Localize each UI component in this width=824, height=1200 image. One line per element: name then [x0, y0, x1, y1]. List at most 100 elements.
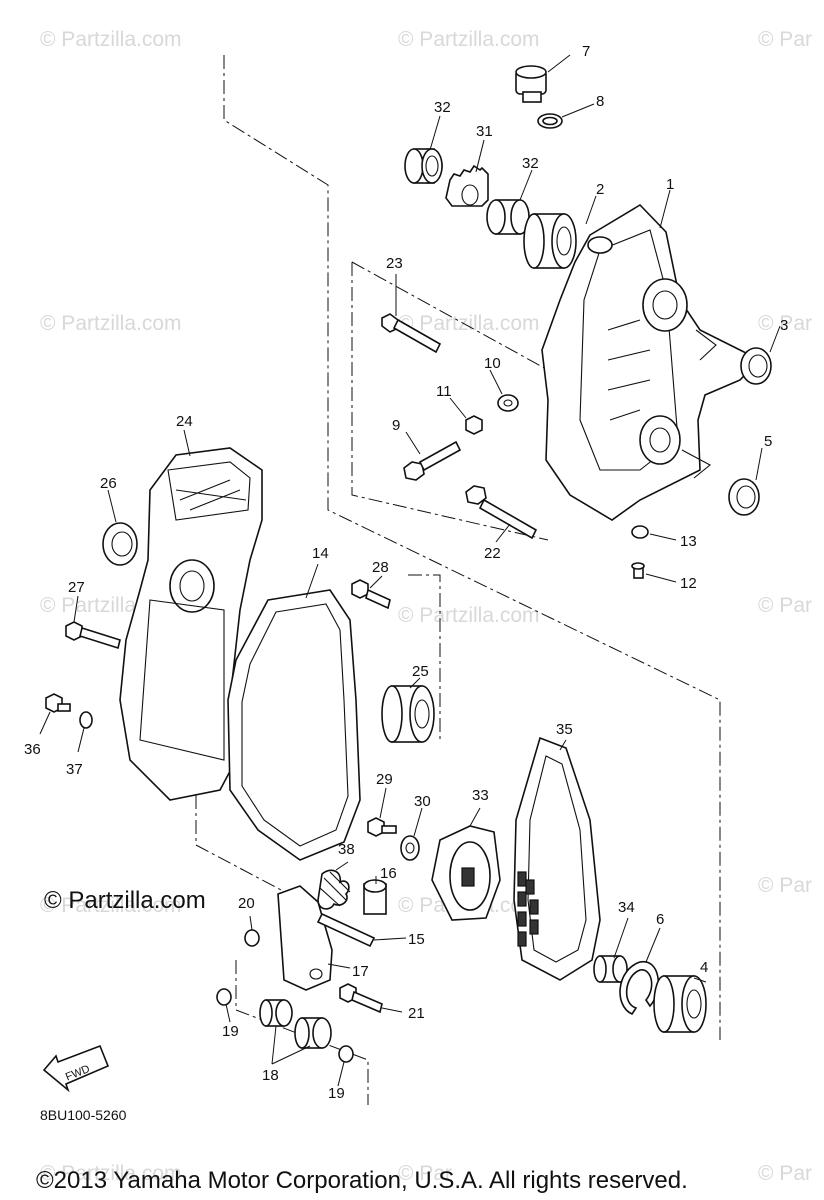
callout-38: 38: [338, 841, 355, 858]
part-28-bolt: [351, 579, 391, 610]
callout-18: 18: [262, 1067, 279, 1084]
chain-links: [517, 871, 539, 947]
part-18-bearing-b: [294, 1017, 332, 1049]
leader-lines: [39, 54, 781, 1087]
part-22-bolt: [465, 485, 538, 540]
part-12-bolt: [631, 562, 645, 579]
callouts: 1 2 3 4 5 6 7 8 9 10 11 12 13 14 15 16 1…: [24, 43, 788, 1102]
part-21-bolt: [339, 983, 383, 1014]
watermark: © Par: [398, 1162, 452, 1185]
callout-2: 2: [596, 181, 604, 198]
callout-19-lower: 19: [328, 1085, 345, 1102]
callout-15: 15: [408, 931, 425, 948]
part-27-bolt: [65, 621, 121, 650]
part-19-washer-lower: [338, 1045, 354, 1063]
fwd-arrow-icon: FWD: [42, 1044, 110, 1093]
part-16-collar: [363, 879, 387, 915]
watermark: © Par: [758, 28, 812, 51]
callout-24: 24: [176, 413, 193, 430]
callout-32-lower: 32: [522, 155, 539, 172]
callout-35: 35: [556, 721, 573, 738]
part-4-bearing: [653, 975, 707, 1033]
watermark: © Par: [758, 312, 812, 335]
part-23-bolt: [381, 313, 442, 354]
callout-10: 10: [484, 355, 501, 372]
copyright-notice: ©2013 Yamaha Motor Corporation, U.S.A. A…: [36, 1167, 688, 1194]
part-10-washer: [497, 394, 519, 412]
callout-29: 29: [376, 771, 393, 788]
part-38-spring: [317, 869, 351, 910]
callout-22: 22: [484, 545, 501, 562]
watermark: © Par: [758, 594, 812, 617]
callout-37: 37: [66, 761, 83, 778]
callout-21: 21: [408, 1005, 425, 1022]
callout-3: 3: [780, 317, 788, 334]
partzilla-label: © Partzilla.com: [44, 887, 206, 914]
part-1-chaincase: [541, 203, 762, 521]
watermark: © Partzilla.com: [40, 1162, 182, 1185]
part-36-bolt: [45, 693, 71, 713]
part-32-bearing-lower: [486, 199, 530, 235]
watermark: © Partzilla.com: [398, 312, 540, 335]
callout-11: 11: [436, 383, 452, 400]
part-7-cap: [515, 65, 547, 103]
callout-6: 6: [656, 911, 664, 928]
callout-14: 14: [312, 545, 329, 562]
callout-33: 33: [472, 787, 489, 804]
part-15-shaft: [316, 912, 376, 948]
callout-7: 7: [582, 43, 590, 60]
callout-12: 12: [680, 575, 697, 592]
callout-13: 13: [680, 533, 697, 550]
part-9-bolt: [403, 440, 462, 481]
part-18-bearing-a: [259, 999, 293, 1027]
part-26-seal: [102, 522, 138, 566]
callout-9: 9: [392, 417, 400, 434]
callout-19-upper: 19: [222, 1023, 239, 1040]
callout-16: 16: [380, 865, 397, 882]
callout-5: 5: [764, 433, 772, 450]
callout-31: 31: [476, 123, 493, 140]
watermark: © Partzilla.com: [398, 604, 540, 627]
part-29-bolt: [367, 817, 397, 837]
callout-28: 28: [372, 559, 389, 576]
part-11-nut: [465, 415, 483, 435]
callout-4: 4: [700, 959, 708, 976]
callout-32-upper: 32: [434, 99, 451, 116]
part-3-seal: [740, 347, 772, 385]
part-30-washer: [400, 835, 420, 861]
callout-17: 17: [352, 963, 369, 980]
part-6-circlip: [619, 961, 659, 1016]
callout-30: 30: [414, 793, 431, 810]
watermark: © Partzilla.com: [40, 28, 182, 51]
callout-34: 34: [618, 899, 635, 916]
callout-27: 27: [68, 579, 85, 596]
watermark: © Par: [758, 1162, 812, 1185]
part-24-case-cover: [119, 447, 263, 801]
callout-8: 8: [596, 93, 604, 110]
part-5-seal: [728, 478, 760, 516]
watermark: © Partzilla.com: [398, 28, 540, 51]
part-14-gasket: [227, 589, 361, 861]
callout-26: 26: [100, 475, 117, 492]
part-25-bearing: [381, 685, 435, 743]
part-13-nut: [631, 525, 649, 539]
callout-23: 23: [386, 255, 403, 272]
assembly-outlines: [195, 55, 721, 1105]
part-8-oring: [537, 113, 563, 129]
part-31-gear: [445, 164, 489, 207]
part-19-washer-upper: [216, 988, 232, 1006]
part-2-bearing: [523, 213, 577, 269]
part-20-clip: [244, 929, 260, 947]
watermark: © Partzilla.com: [40, 312, 182, 335]
callout-20: 20: [238, 895, 255, 912]
watermark: © Par: [758, 874, 812, 897]
callout-25: 25: [412, 663, 429, 680]
part-35-chain: [513, 736, 601, 981]
watermark: © Partzilla.com: [40, 894, 182, 917]
callout-1: 1: [666, 176, 674, 193]
callout-36: 36: [24, 741, 41, 758]
part-32-bearing-upper: [404, 148, 443, 184]
diagram-code: 8BU100-5260: [40, 1107, 127, 1123]
part-37-washer: [79, 711, 93, 729]
